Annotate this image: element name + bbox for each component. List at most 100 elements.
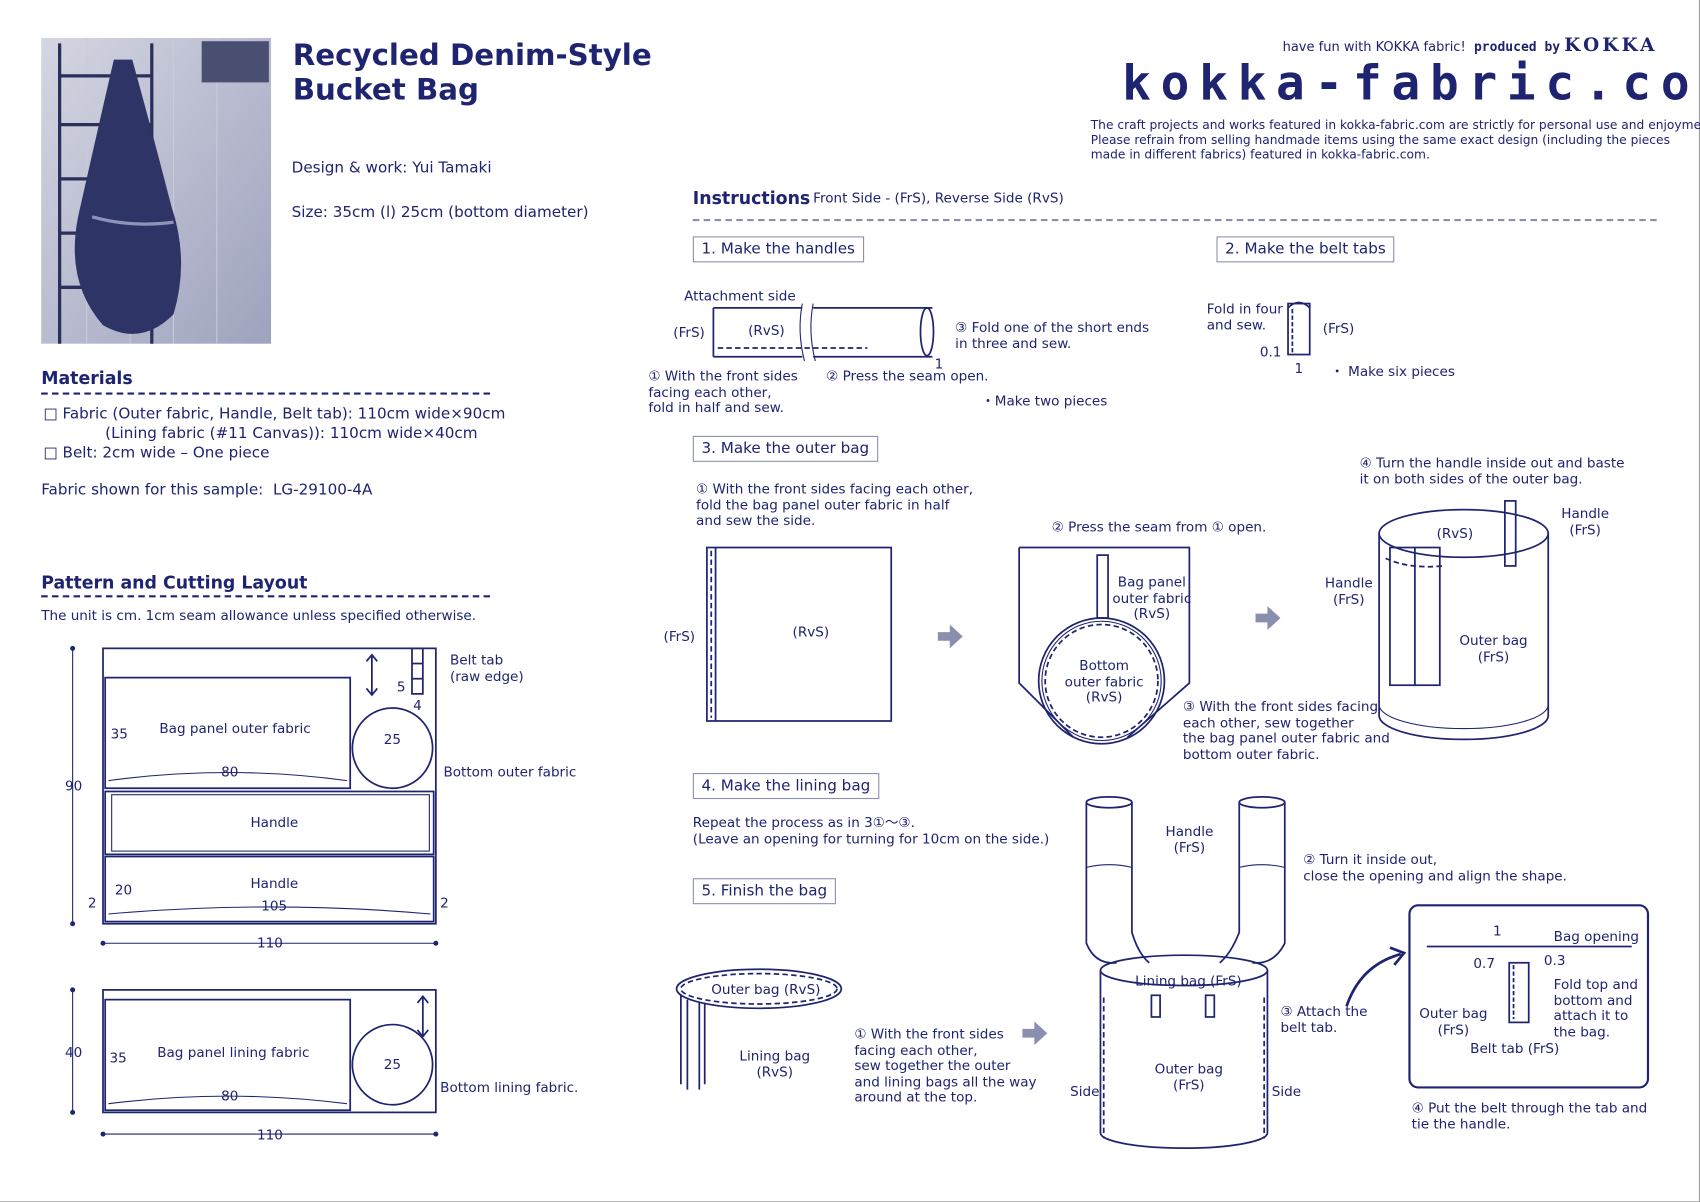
finished-bag-diagram — [1085, 796, 1286, 1150]
belt-tab-inset — [1408, 904, 1650, 1089]
label: Bottom outer fabric — [443, 763, 577, 780]
label: ③ Attach the belt tab. — [1280, 1002, 1368, 1035]
label: ① With the front sides facing each other… — [696, 480, 974, 529]
label: 25 — [383, 1056, 402, 1073]
company-logo: KOKKA — [1564, 34, 1658, 57]
material-item: □ Belt: 2cm wide – One piece — [43, 444, 270, 462]
label: 80 — [221, 1087, 239, 1104]
instructions-heading: Instructions — [692, 187, 811, 209]
label: Side — [1271, 1083, 1302, 1100]
label: Belt tab (FrS) — [1470, 1039, 1560, 1057]
label: 2 — [440, 894, 449, 911]
label: 110 — [256, 1126, 283, 1143]
label: Repeat the process as in 3①～③. (Leave an… — [692, 814, 1050, 847]
label: 35 — [109, 1049, 127, 1066]
label: Attachment side — [684, 287, 796, 304]
title-line-2: Bucket Bag — [292, 73, 479, 108]
step-3-label: 3. Make the outer bag — [692, 435, 878, 462]
instructions-legend: Front Side - (FrS), Reverse Side (RvS) — [813, 189, 1064, 206]
label: 1 — [934, 355, 944, 372]
handle-diagram — [712, 303, 935, 362]
step-5-label: 5. Finish the bag — [692, 878, 836, 905]
label: (RvS) — [1436, 524, 1474, 542]
produced-by: produced by — [1473, 39, 1561, 55]
label: Lining bag (RvS) — [739, 1047, 811, 1080]
label: (RvS) — [792, 623, 830, 640]
label: Fold in four and sew. — [1206, 300, 1283, 333]
label: 2 — [87, 894, 97, 911]
curved-arrow-icon — [1345, 952, 1402, 1007]
label: Handle (FrS) — [1324, 574, 1373, 607]
label: (RvS) — [748, 322, 785, 339]
label: Bag panel outer fabric — [159, 719, 311, 737]
label: Handle (FrS) — [1165, 822, 1214, 855]
label: 4 — [413, 697, 422, 714]
designer: Design & work: Yui Tamaki — [291, 159, 492, 177]
title-line-1: Recycled Denim-Style — [292, 39, 652, 73]
label: (FrS) — [1322, 319, 1355, 337]
label: 35 — [110, 725, 128, 742]
belt-tab-diagram — [1287, 301, 1311, 356]
label: 20 — [114, 881, 133, 898]
outer-bag-fold-diagram — [706, 546, 893, 722]
pattern-note: The unit is cm. 1cm seam allowance unles… — [41, 607, 477, 624]
cutting-layout-outer — [70, 645, 439, 946]
label: 0.3 — [1543, 951, 1566, 969]
site-logo: kokka-fabric.com — [1122, 56, 1700, 112]
step-2-label: 2. Make the belt tabs — [1216, 236, 1395, 263]
label: Lining bag (FrS) — [1135, 972, 1242, 989]
label: Bottom lining fabric. — [440, 1078, 579, 1096]
materials-heading: Materials — [41, 367, 133, 389]
label: Bag opening — [1553, 928, 1639, 945]
label: Fold top and bottom and attach it to the… — [1553, 975, 1638, 1040]
brand-line: have fun with KOKKA fabric! produced by … — [1283, 35, 1658, 57]
label: ・Make two pieces — [981, 392, 1108, 409]
cutting-layout-lining — [70, 987, 439, 1137]
label: Outer bag (FrS) — [1154, 1060, 1223, 1093]
label: Bag panel lining fabric — [157, 1044, 310, 1061]
label: 80 — [221, 763, 239, 780]
material-item: □ Fabric (Outer fabric, Handle, Belt tab… — [43, 405, 506, 423]
size: Size: 35cm (l) 25cm (bottom diameter) — [291, 203, 589, 222]
label: Bottom outer fabric (RvS) — [1064, 657, 1144, 705]
finish-bag-top-diagram — [675, 968, 843, 1090]
arrow-icon — [937, 606, 1281, 1046]
label: ② Press the seam open. — [826, 367, 989, 384]
step-1-label: 1. Make the handles — [692, 236, 864, 263]
label: Bag panel outer fabric (RvS) — [1112, 573, 1192, 622]
bag-photo — [41, 37, 272, 344]
label: ① With the front sides facing each other… — [854, 1025, 1037, 1105]
label: Outer bag (RvS) — [711, 981, 821, 998]
label: 90 — [65, 777, 83, 794]
label: (FrS) — [673, 324, 705, 341]
label: Belt tab (raw edge) — [449, 651, 524, 684]
label: 0.7 — [1473, 955, 1495, 972]
label: 40 — [65, 1044, 83, 1061]
label: 1 — [1492, 922, 1502, 939]
label: 5 — [396, 678, 406, 695]
label: ④ Put the belt through the tab and tie t… — [1411, 1099, 1648, 1132]
label: 110 — [256, 934, 283, 951]
outer-bag-cylinder-diagram — [1378, 500, 1550, 741]
outer-bag-bottom-diagram — [1018, 546, 1191, 745]
label: Handle — [250, 814, 299, 831]
material-item: (Lining fabric (#11 Canvas)): 110cm wide… — [105, 425, 478, 443]
label: 25 — [383, 730, 402, 748]
label: ③ With the front sides facing each other… — [1182, 698, 1390, 762]
label: ① With the front sides facing each other… — [648, 367, 798, 416]
label: Side — [1070, 1083, 1100, 1100]
label: ・ Make six pieces — [1330, 363, 1455, 380]
label: ③ Fold one of the short ends in three an… — [955, 318, 1150, 351]
label: Outer bag (FrS) — [1419, 1005, 1488, 1038]
disclaimer: The craft projects and works featured in… — [1090, 118, 1700, 162]
label: ④ Turn the handle inside out and baste i… — [1359, 454, 1625, 487]
step-4-label: 4. Make the lining bag — [692, 773, 879, 800]
label: ② Press the seam from ① open. — [1051, 518, 1267, 535]
label: (FrS) — [663, 627, 696, 645]
sample-fabric: Fabric shown for this sample: LG-29100-4… — [41, 481, 373, 499]
label: Handle (FrS) — [1561, 505, 1610, 538]
label: 0.1 — [1259, 343, 1282, 360]
